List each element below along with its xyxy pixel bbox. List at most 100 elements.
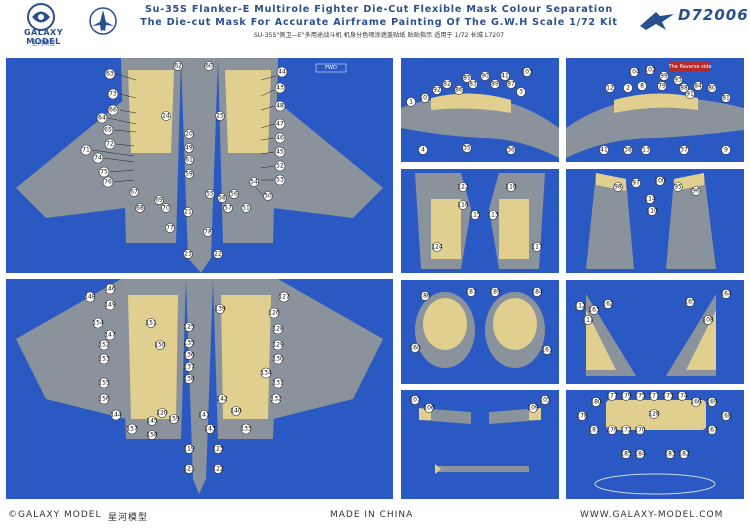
- fwd-label: FWD: [325, 65, 337, 71]
- svg-text:162: 162: [602, 301, 614, 308]
- svg-text:177: 177: [606, 393, 618, 400]
- panel-canopy-wheels: 180 177 179 175 171 173 174 176 172 170 …: [566, 390, 744, 499]
- svg-text:59: 59: [185, 171, 193, 178]
- title-line-2: The Die-cut Mask For Accurate Airframe P…: [140, 17, 618, 28]
- svg-text:156: 156: [98, 396, 110, 403]
- svg-text:138: 138: [183, 376, 195, 383]
- panel-intakes: 122 116 113 118 124 117 115: [401, 169, 559, 273]
- svg-text:79: 79: [658, 83, 666, 90]
- svg-text:117: 117: [531, 244, 543, 251]
- right-wing: [273, 98, 383, 218]
- svg-text:119: 119: [183, 446, 195, 453]
- svg-text:74: 74: [94, 155, 102, 162]
- galaxy-logo-icon: [27, 3, 55, 31]
- svg-text:150: 150: [154, 342, 166, 349]
- svg-text:87: 87: [507, 81, 515, 88]
- svg-text:25: 25: [216, 113, 224, 120]
- svg-text:109: 109: [527, 405, 539, 412]
- top-left-labels: 63 62 60 44 73 43 66 24 25 48 64 65 47 7…: [80, 61, 288, 259]
- footer-website[interactable]: WWW.GALAXY-MODEL.COM: [580, 510, 724, 520]
- svg-text:107: 107: [409, 397, 421, 404]
- svg-text:75: 75: [100, 169, 108, 176]
- svg-text:41: 41: [600, 147, 608, 154]
- panel-small-fins: 107 106 105 109: [401, 390, 559, 499]
- svg-text:81: 81: [722, 95, 730, 102]
- svg-text:62: 62: [174, 63, 182, 70]
- svg-text:131: 131: [272, 380, 284, 387]
- svg-text:108: 108: [702, 317, 714, 324]
- svg-text:118: 118: [505, 184, 517, 191]
- svg-text:13: 13: [642, 147, 650, 154]
- svg-text:173: 173: [662, 393, 674, 400]
- svg-text:126: 126: [268, 310, 280, 317]
- svg-text:46: 46: [276, 135, 284, 142]
- svg-text:120: 120: [156, 410, 168, 417]
- lower-surface-diagram: 146 148 149 154 147 151 152 153 155 156 …: [16, 279, 383, 494]
- svg-text:181: 181: [588, 427, 600, 434]
- svg-text:155: 155: [98, 380, 110, 387]
- svg-text:148: 148: [84, 294, 96, 301]
- svg-text:127: 127: [278, 294, 290, 301]
- svg-text:157: 157: [126, 426, 138, 433]
- svg-text:122: 122: [212, 466, 224, 473]
- svg-text:179: 179: [620, 393, 632, 400]
- panel-side-left-fuselage: 101 82 85 90 41 103 1 92 86 83 89 87 3 4…: [401, 58, 559, 162]
- svg-text:8: 8: [640, 83, 644, 90]
- svg-text:184: 184: [531, 289, 543, 296]
- svg-text:174: 174: [676, 393, 688, 400]
- svg-text:186: 186: [419, 293, 431, 300]
- svg-text:142: 142: [216, 396, 228, 403]
- svg-text:21: 21: [184, 209, 192, 216]
- svg-text:140: 140: [230, 408, 242, 415]
- fighter-silhouette-icon: [89, 7, 117, 35]
- svg-text:66: 66: [109, 107, 117, 114]
- svg-text:36: 36: [507, 147, 515, 154]
- svg-text:104: 104: [628, 69, 640, 76]
- svg-text:159: 159: [168, 416, 180, 423]
- svg-text:23: 23: [184, 251, 192, 258]
- svg-text:180: 180: [590, 399, 602, 406]
- svg-text:116: 116: [457, 202, 469, 209]
- missile-body: [435, 466, 529, 472]
- product-code: D72006: [678, 6, 749, 24]
- svg-text:111: 111: [582, 317, 594, 324]
- galaxy-model-logo: GALAXY MODEL 星河模型: [6, 2, 81, 48]
- center-fuselage: [181, 58, 218, 273]
- svg-text:122: 122: [457, 184, 469, 191]
- svg-text:129: 129: [272, 342, 284, 349]
- svg-text:168: 168: [720, 413, 732, 420]
- svg-text:147: 147: [104, 332, 116, 339]
- footer: ©GALAXY MODEL 星河模型 MADE IN CHINA WWW.GAL…: [0, 506, 750, 530]
- svg-text:169: 169: [706, 399, 718, 406]
- svg-text:63: 63: [106, 71, 114, 78]
- svg-text:96: 96: [692, 188, 700, 195]
- svg-text:182: 182: [678, 451, 690, 458]
- svg-text:70: 70: [162, 205, 170, 212]
- svg-text:55: 55: [206, 191, 214, 198]
- svg-text:137: 137: [183, 364, 195, 371]
- fwd-badge: [315, 63, 347, 73]
- svg-text:189: 189: [489, 289, 501, 296]
- svg-text:37: 37: [680, 147, 688, 154]
- svg-text:172: 172: [620, 427, 632, 434]
- panel-stabilizers: 112 162 163 111 164 165 108: [566, 280, 744, 384]
- svg-text:95: 95: [674, 184, 682, 191]
- lower-center-fuselage: [186, 279, 213, 494]
- page-subtitle: SU-35S"侧卫—E"多用途战斗机 机身分色喷涂遮盖贴纸 贴贴指示 适用于 1…: [253, 32, 505, 39]
- svg-text:113: 113: [487, 212, 499, 219]
- svg-text:45: 45: [276, 149, 284, 156]
- svg-text:130: 130: [272, 356, 284, 363]
- svg-text:88: 88: [680, 85, 688, 92]
- mask-right-intake: [225, 70, 271, 153]
- svg-text:132: 132: [270, 396, 282, 403]
- svg-text:166: 166: [690, 399, 702, 406]
- bottom-left-labels: 146 148 149 154 147 151 152 153 155 156 …: [84, 283, 290, 474]
- flanker-emblem-icon: [640, 12, 674, 30]
- svg-text:1: 1: [409, 99, 413, 106]
- svg-text:114: 114: [644, 196, 656, 203]
- svg-text:184: 184: [634, 451, 646, 458]
- svg-text:83: 83: [469, 81, 477, 88]
- title-line-1: Su-35S Flanker-E Multirole Fighter Die-C…: [144, 4, 614, 15]
- panel-upper-surface: 63 62 60 44 73 43 66 24 25 48 64 65 47 7…: [6, 58, 393, 273]
- svg-text:185: 185: [620, 451, 632, 458]
